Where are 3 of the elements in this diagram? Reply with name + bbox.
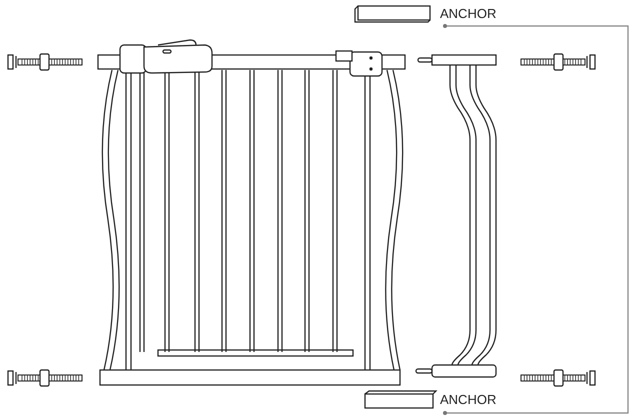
part-label: ANCHOR	[440, 6, 496, 22]
bracket-connector	[443, 24, 629, 415]
part-label: ANCHOR	[440, 392, 496, 408]
